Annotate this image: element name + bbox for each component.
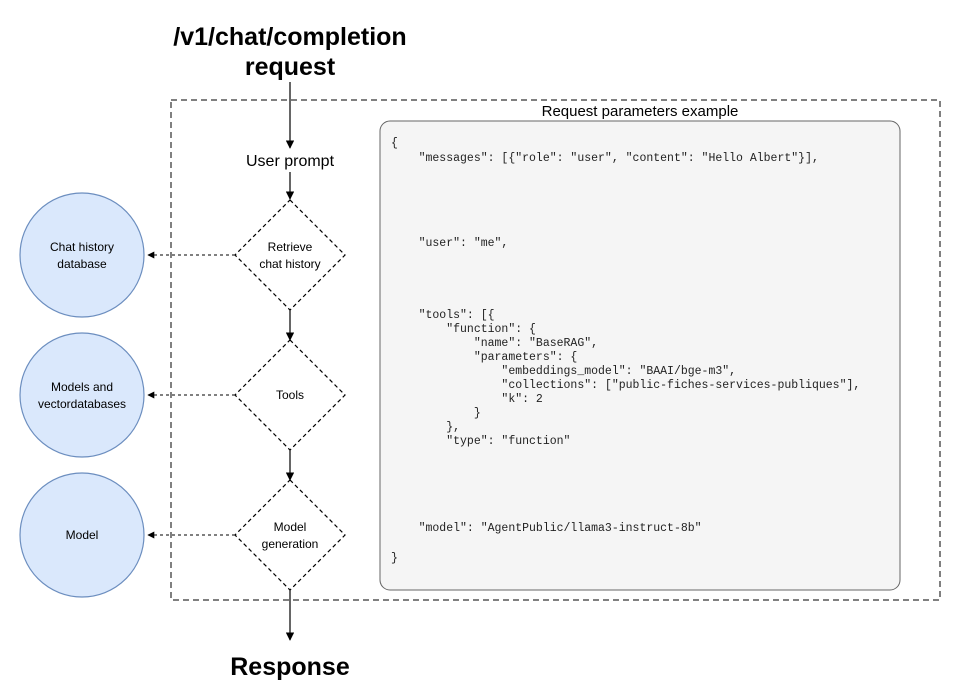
resource-label-line1: Models and — [51, 380, 113, 394]
resource-label-line2: vectordatabases — [38, 397, 126, 411]
resource-circle — [19, 472, 145, 598]
code-line: "collections": ["public-fiches-services-… — [391, 379, 860, 392]
resource-label-line2: database — [57, 257, 107, 271]
request-title-line2: request — [245, 53, 336, 81]
code-line: "parameters": { — [391, 351, 577, 364]
code-line: { — [391, 137, 398, 150]
code-line: "tools": [{ — [391, 309, 495, 322]
step-label-line2: generation — [262, 537, 319, 551]
code-line: "function": { — [391, 323, 536, 336]
code-line: "k": 2 — [391, 393, 543, 406]
step-tools: Tools — [234, 339, 346, 451]
resource-circle — [19, 332, 145, 458]
step-label-line1: Tools — [276, 388, 304, 402]
step-label-line1: Model — [274, 520, 307, 534]
resource-circle — [19, 192, 145, 318]
code-block: { "messages": [{"role": "user", "content… — [391, 137, 860, 565]
decision-diamond — [234, 479, 346, 591]
code-line: } — [391, 407, 481, 420]
code-panel — [379, 120, 901, 591]
resource-models-vectordatabases: Models and vectordatabases — [19, 332, 145, 458]
step-label-line1: Retrieve — [268, 240, 313, 254]
code-line: "type": "function" — [391, 435, 570, 448]
step-retrieve-chat-history: Retrieve chat history — [234, 199, 346, 311]
user-prompt-label: User prompt — [246, 153, 335, 170]
code-line: "user": "me", — [391, 237, 508, 250]
response-title: Response — [230, 653, 350, 681]
decision-diamond — [234, 199, 346, 311]
resource-label-line1: Model — [66, 528, 99, 542]
step-label-line2: chat history — [259, 257, 320, 271]
request-title-line1: /v1/chat/completion — [173, 23, 406, 51]
code-line: "messages": [{"role": "user", "content":… — [391, 152, 819, 165]
frame-title: Request parameters example — [542, 103, 739, 120]
resource-chat-history-database: Chat history database — [19, 192, 145, 318]
step-model-generation: Model generation — [234, 479, 346, 591]
code-line: } — [391, 552, 398, 565]
code-line: "name": "BaseRAG", — [391, 337, 598, 350]
request-frame — [170, 99, 941, 601]
code-line: }, — [391, 421, 460, 434]
code-line: "model": "AgentPublic/llama3-instruct-8b… — [391, 522, 702, 535]
code-line: "embeddings_model": "BAAI/bge-m3", — [391, 365, 736, 378]
resource-model: Model — [19, 472, 145, 598]
resource-label-line1: Chat history — [50, 240, 114, 254]
decision-diamond — [234, 339, 346, 451]
